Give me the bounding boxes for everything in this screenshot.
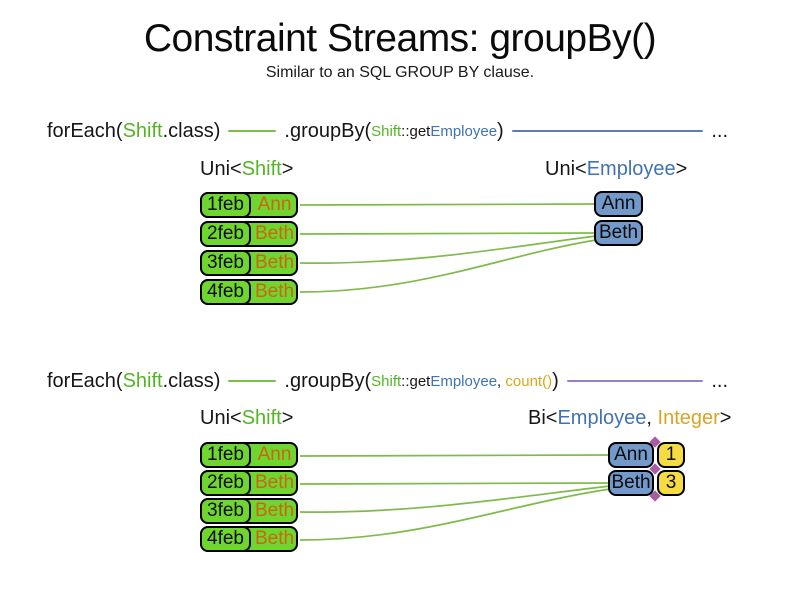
- ex2-shift-row-1: 1feb Ann: [200, 442, 298, 468]
- ex1-shift4-date: 4feb: [200, 279, 251, 305]
- code2-purple-connector: [566, 380, 704, 382]
- ex2-group-beth: Beth: [608, 470, 654, 496]
- ex2-shift2-date: 2feb: [200, 470, 251, 496]
- ex1-shift2-date: 2feb: [200, 221, 251, 247]
- ex1-shift4-employee: Beth: [254, 281, 295, 302]
- wire-ex2-row1-to-ann: [299, 454, 611, 457]
- ex2-count-beth: 3: [657, 470, 685, 496]
- ex2-shift1-employee: Ann: [257, 444, 292, 465]
- code2-groupby-args: Shift::getEmployee, count(): [371, 372, 553, 390]
- ex1-shift2-employee: Beth: [254, 223, 295, 244]
- wire-ex2-row2-to-beth: [299, 482, 611, 485]
- ex1-shift-row-4: 4feb Beth: [200, 279, 298, 305]
- page-subtitle: Similar to an SQL GROUP BY clause.: [265, 64, 535, 81]
- code1-foreach: forEach(Shift.class): [47, 119, 221, 142]
- ex1-source-type-label: Uni<Shift>: [200, 158, 294, 180]
- code-line-1: forEach(Shift.class) .groupBy( Shift::ge…: [47, 118, 728, 144]
- ex1-shift3-date: 3feb: [200, 250, 251, 276]
- ex1-shift-row-2: 2feb Beth: [200, 221, 298, 247]
- ex2-shift4-employee: Beth: [254, 528, 295, 549]
- ex2-shift-row-2: 2feb Beth: [200, 470, 298, 496]
- code1-ellipsis: ...: [711, 119, 728, 142]
- code2-groupby-close: ): [552, 369, 559, 392]
- code1-shift-token: Shift: [122, 119, 163, 142]
- code-line-2: forEach(Shift.class) .groupBy( Shift::ge…: [47, 368, 728, 394]
- ex2-shift-row-4: 4feb Beth: [200, 526, 298, 552]
- ex1-group-ann: Ann: [594, 191, 643, 217]
- code2-shift-token: Shift: [122, 369, 163, 392]
- wire-ex1-row2-to-beth: [299, 232, 597, 235]
- code2-foreach: forEach(Shift.class): [47, 369, 221, 392]
- wire-ex1-row3-to-beth: [299, 235, 597, 265]
- ex2-group-ann: Ann: [608, 442, 654, 468]
- ex2-count-ann: 1: [657, 442, 685, 468]
- wire-ex1-row1-to-ann: [299, 203, 597, 206]
- code1-groupby-arg: Shift::getEmployee: [371, 122, 498, 140]
- ex1-shift-row-1: 1feb Ann: [200, 192, 298, 218]
- wire-ex2-row3-to-beth: [299, 485, 611, 514]
- code2-ellipsis: ...: [711, 369, 728, 392]
- wire-ex2-row4-to-beth: [299, 488, 611, 541]
- wire-ex1-row4-to-beth: [299, 239, 597, 293]
- ex2-shift3-employee: Beth: [254, 500, 295, 521]
- ex1-shift1-employee: Ann: [257, 194, 292, 215]
- code1-green-connector: [228, 130, 277, 132]
- ex2-shift-row-3: 3feb Beth: [200, 498, 298, 524]
- code1-groupby-open: .groupBy(: [284, 119, 372, 142]
- code1-groupby-close: ): [497, 119, 504, 142]
- ex2-source-type-label: Uni<Shift>: [200, 407, 294, 429]
- ex1-result-type-label: Uni<Employee>: [545, 158, 688, 180]
- page-title: Constraint Streams: groupBy(): [143, 17, 657, 60]
- code2-groupby-open: .groupBy(: [284, 369, 372, 392]
- ex2-shift1-date: 1feb: [200, 442, 251, 468]
- ex2-shift3-date: 3feb: [200, 498, 251, 524]
- ex1-shift-row-3: 3feb Beth: [200, 250, 298, 276]
- ex2-shift2-employee: Beth: [254, 472, 295, 493]
- ex1-shift1-date: 1feb: [200, 192, 251, 218]
- ex2-result-type-label: Bi<Employee, Integer>: [528, 407, 732, 429]
- ex1-group-beth: Beth: [594, 220, 643, 246]
- ex2-shift4-date: 4feb: [200, 526, 251, 552]
- ex1-shift3-employee: Beth: [254, 252, 295, 273]
- code1-blue-connector: [511, 130, 704, 132]
- code2-green-connector: [228, 380, 277, 382]
